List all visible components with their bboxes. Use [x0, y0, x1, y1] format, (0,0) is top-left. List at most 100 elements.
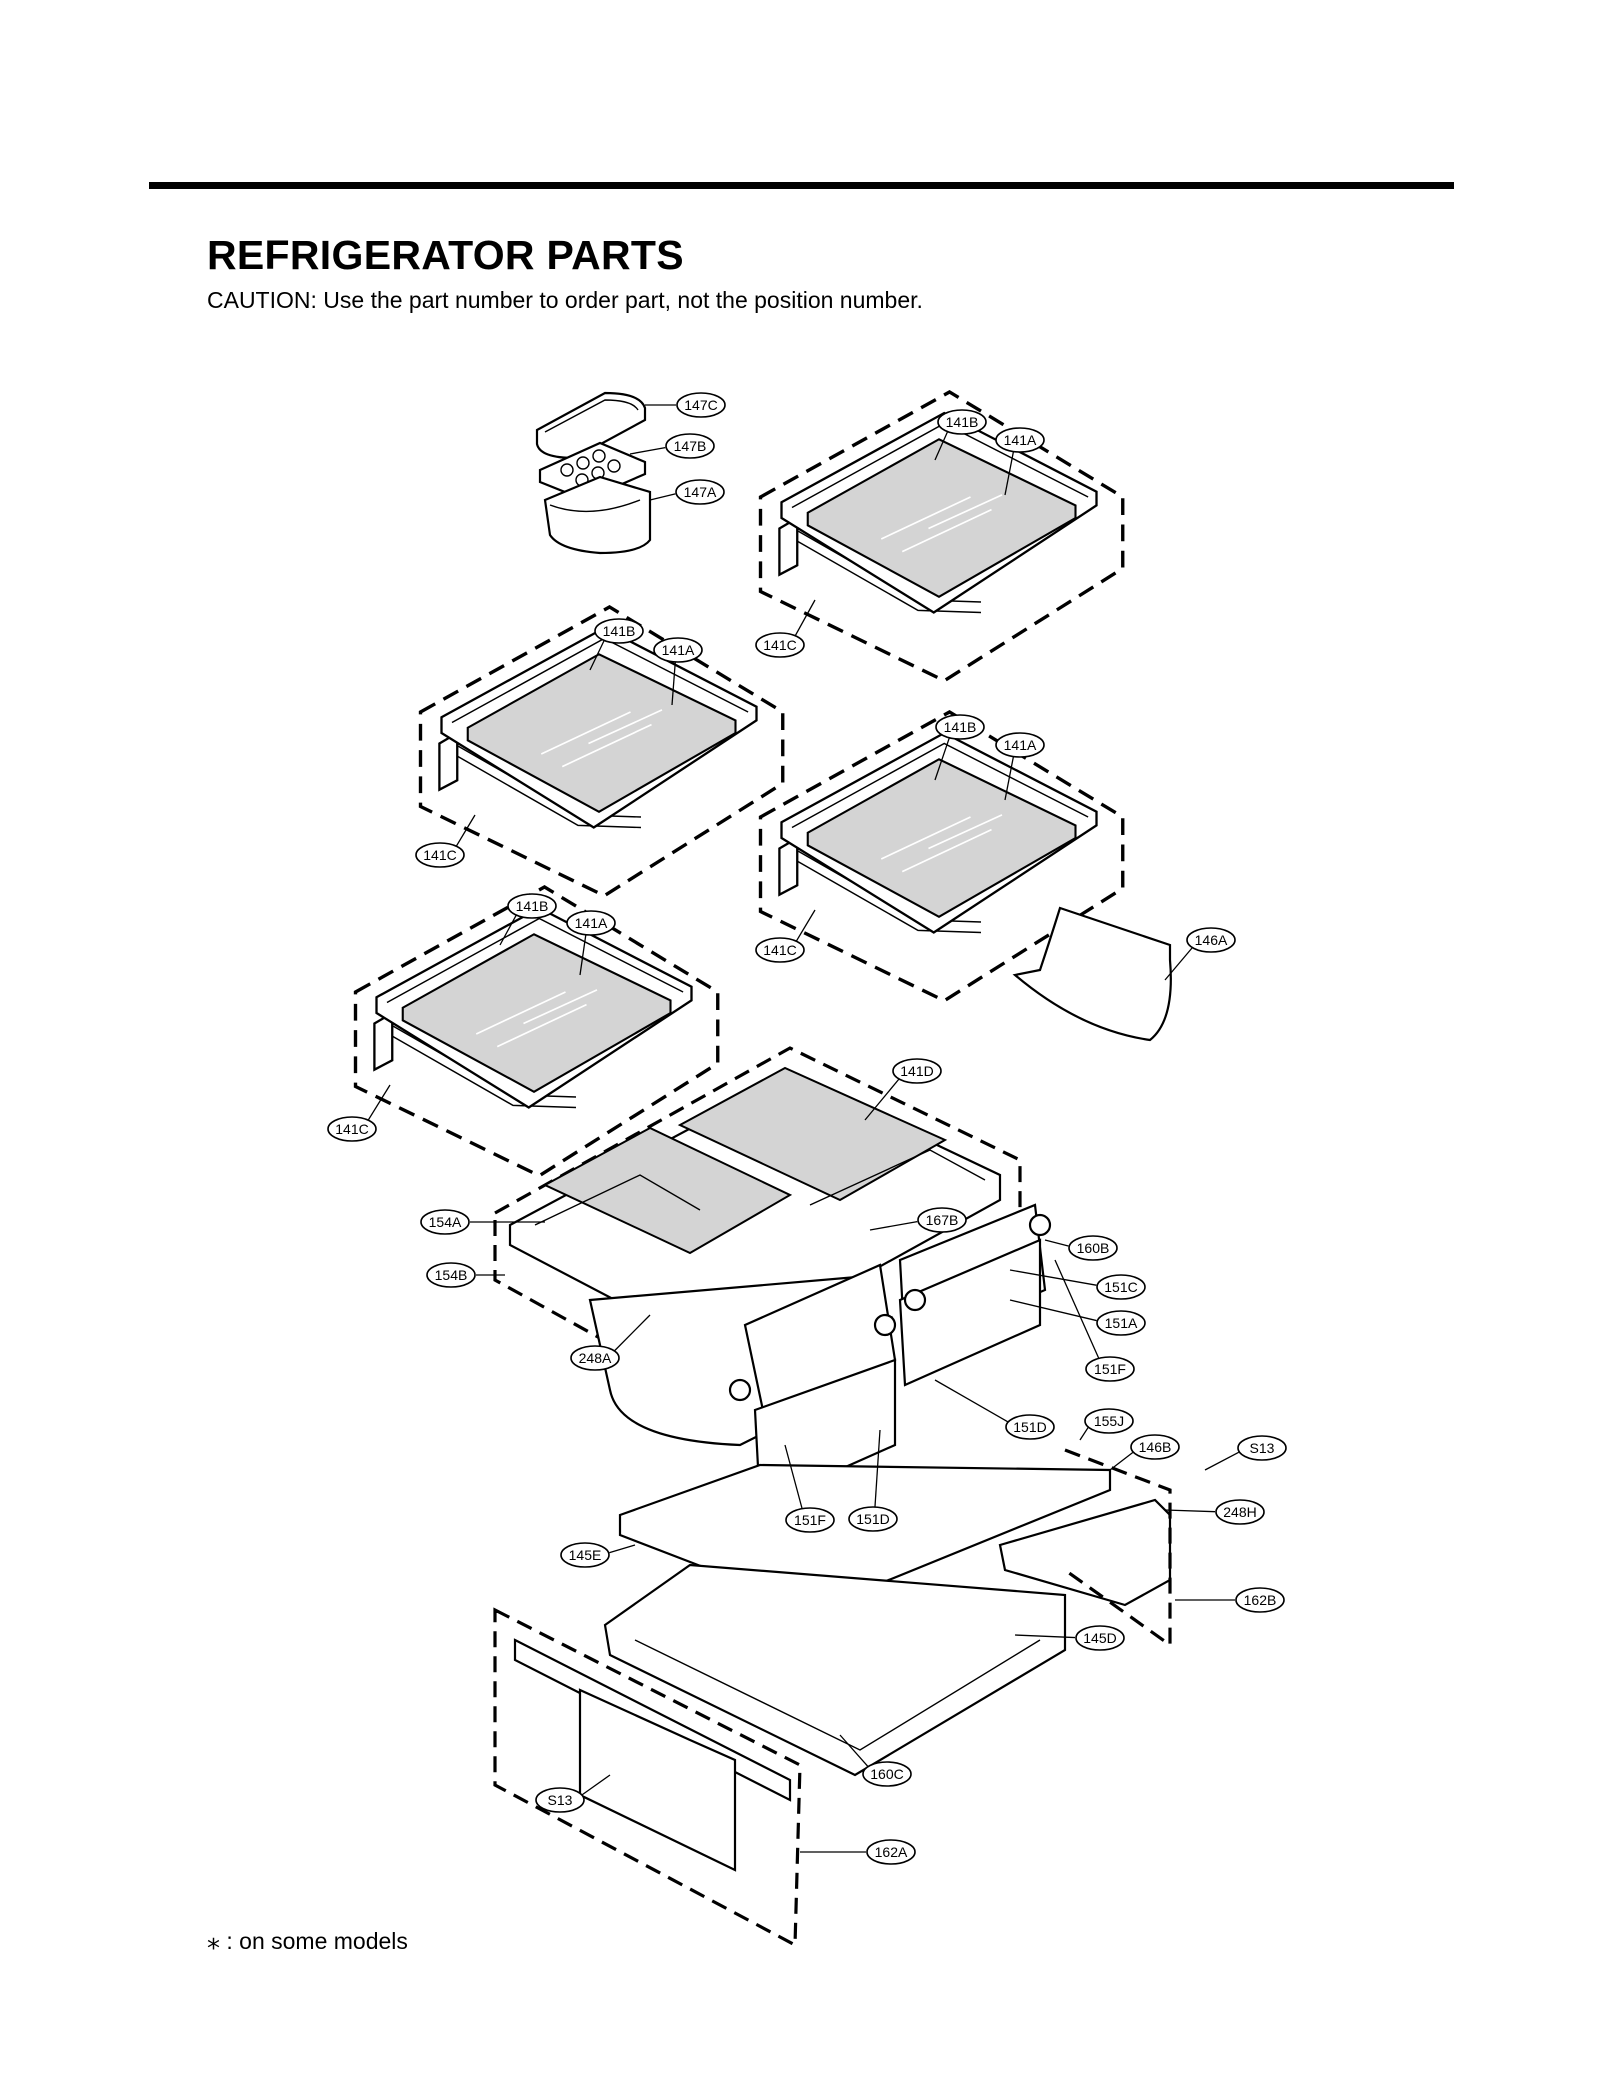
accessory-bin-assembly — [535, 391, 652, 555]
callout-leader — [1009, 1299, 1097, 1322]
callout-leader — [1004, 756, 1015, 801]
crisper-drawers — [588, 1203, 1052, 1507]
callout-248a: 248A — [570, 1345, 620, 1371]
callout-leader — [629, 446, 666, 455]
callout-leader — [455, 814, 476, 847]
callout-leader — [795, 909, 816, 942]
callout-leader — [1164, 1509, 1216, 1513]
callout-leader — [579, 934, 587, 976]
callout-leader — [671, 661, 676, 706]
callout-label: 145E — [569, 1547, 602, 1563]
callout-s13: S13 — [535, 1787, 585, 1813]
callout-147c: 147C — [676, 392, 726, 418]
callout-s13: S13 — [1237, 1435, 1287, 1461]
callout-leader — [839, 1734, 869, 1767]
callout-label: 151F — [1094, 1361, 1126, 1377]
callout-label: S13 — [548, 1792, 573, 1808]
callout-label: 162B — [1244, 1592, 1277, 1608]
callout-141a: 141A — [995, 732, 1045, 758]
callout-154a: 154A — [420, 1209, 470, 1235]
callout-label: 151A — [1105, 1315, 1138, 1331]
callout-label: 162A — [875, 1844, 908, 1860]
footnote-text: : on some models — [226, 1928, 408, 1954]
callout-145d: 145D — [1075, 1625, 1125, 1651]
callout-141c: 141C — [327, 1116, 377, 1142]
callout-label: 141A — [1004, 737, 1037, 753]
callout-label: 248A — [579, 1350, 612, 1366]
callout-141a: 141A — [566, 910, 616, 936]
callout-141c: 141C — [755, 937, 805, 963]
callout-label: 154A — [429, 1214, 462, 1230]
callout-leader — [1054, 1259, 1100, 1359]
callout-leader — [1164, 947, 1193, 981]
callout-label: 141B — [516, 898, 549, 914]
callout-leader — [1109, 1451, 1134, 1471]
callout-160c: 160C — [862, 1761, 912, 1787]
callout-141c: 141C — [415, 842, 465, 868]
callout-141a: 141A — [653, 637, 703, 663]
callout-141d: 141D — [892, 1058, 942, 1084]
callout-151a: 151A — [1096, 1310, 1146, 1336]
callout-leader — [869, 1221, 918, 1231]
callout-leader — [614, 1314, 651, 1352]
callout-248h: 248H — [1215, 1499, 1265, 1525]
callout-leader — [1079, 1427, 1089, 1441]
callout-167b: 167B — [917, 1207, 967, 1233]
callout-145e: 145E — [560, 1542, 610, 1568]
callout-label: 248H — [1223, 1504, 1256, 1520]
curved-cover — [1012, 906, 1172, 1042]
rail-bracket-boundary — [1064, 1448, 1172, 1649]
callout-151f: 151F — [1085, 1356, 1135, 1382]
asterisk-icon: ⁎ — [207, 1925, 220, 1955]
callout-154b: 154B — [426, 1262, 476, 1288]
shelf-assembly-1 — [758, 390, 1125, 683]
callout-label: 160B — [1077, 1240, 1110, 1256]
callout-151d: 151D — [1005, 1414, 1055, 1440]
callout-label: 141C — [423, 847, 456, 863]
callout-label: 141B — [603, 623, 636, 639]
callout-141c: 141C — [755, 632, 805, 658]
caution-note: CAUTION: Use the part number to order pa… — [207, 287, 923, 313]
pantry-pan — [603, 1563, 1067, 1777]
callout-label: 141B — [944, 719, 977, 735]
callout-leader — [1009, 1269, 1097, 1286]
callout-label: 147B — [674, 438, 707, 454]
callout-label: 141C — [335, 1121, 368, 1137]
bracket-panel — [493, 1607, 802, 1948]
callout-leader — [581, 1774, 611, 1796]
callout-label: 146B — [1139, 1439, 1172, 1455]
callout-162a: 162A — [866, 1839, 916, 1865]
callout-leader — [1004, 451, 1015, 496]
callout-label: 147C — [684, 397, 717, 413]
callout-label: 147A — [684, 484, 717, 500]
callout-147b: 147B — [665, 433, 715, 459]
callout-label: 141A — [575, 915, 608, 931]
callout-141b: 141B — [507, 893, 557, 919]
callout-141b: 141B — [594, 618, 644, 644]
callout-leader — [589, 640, 605, 671]
callout-leader — [609, 1544, 636, 1554]
callout-label: 141A — [662, 642, 695, 658]
footnote: ⁎ : on some models — [207, 1925, 408, 1956]
callout-160b: 160B — [1068, 1235, 1118, 1261]
callout-label: 151D — [856, 1511, 889, 1527]
callout-leader — [794, 599, 816, 636]
callout-leader — [649, 493, 676, 501]
callout-151f: 151F — [785, 1507, 835, 1533]
top-rule — [149, 182, 1454, 189]
callout-label: 141A — [1004, 432, 1037, 448]
callout-label: 141C — [763, 942, 796, 958]
callout-leader — [1044, 1239, 1069, 1247]
callout-leader — [874, 1429, 881, 1508]
callout-label: 151D — [1013, 1419, 1046, 1435]
callout-label: 141D — [900, 1063, 933, 1079]
callout-162b: 162B — [1235, 1587, 1285, 1613]
callout-leader — [934, 737, 950, 781]
callout-147a: 147A — [675, 479, 725, 505]
callout-leader — [784, 1444, 803, 1509]
callout-label: 155J — [1094, 1413, 1124, 1429]
callout-label: 141B — [946, 414, 979, 430]
callout-leader — [1014, 1634, 1076, 1639]
callout-155j: 155J — [1084, 1408, 1134, 1434]
